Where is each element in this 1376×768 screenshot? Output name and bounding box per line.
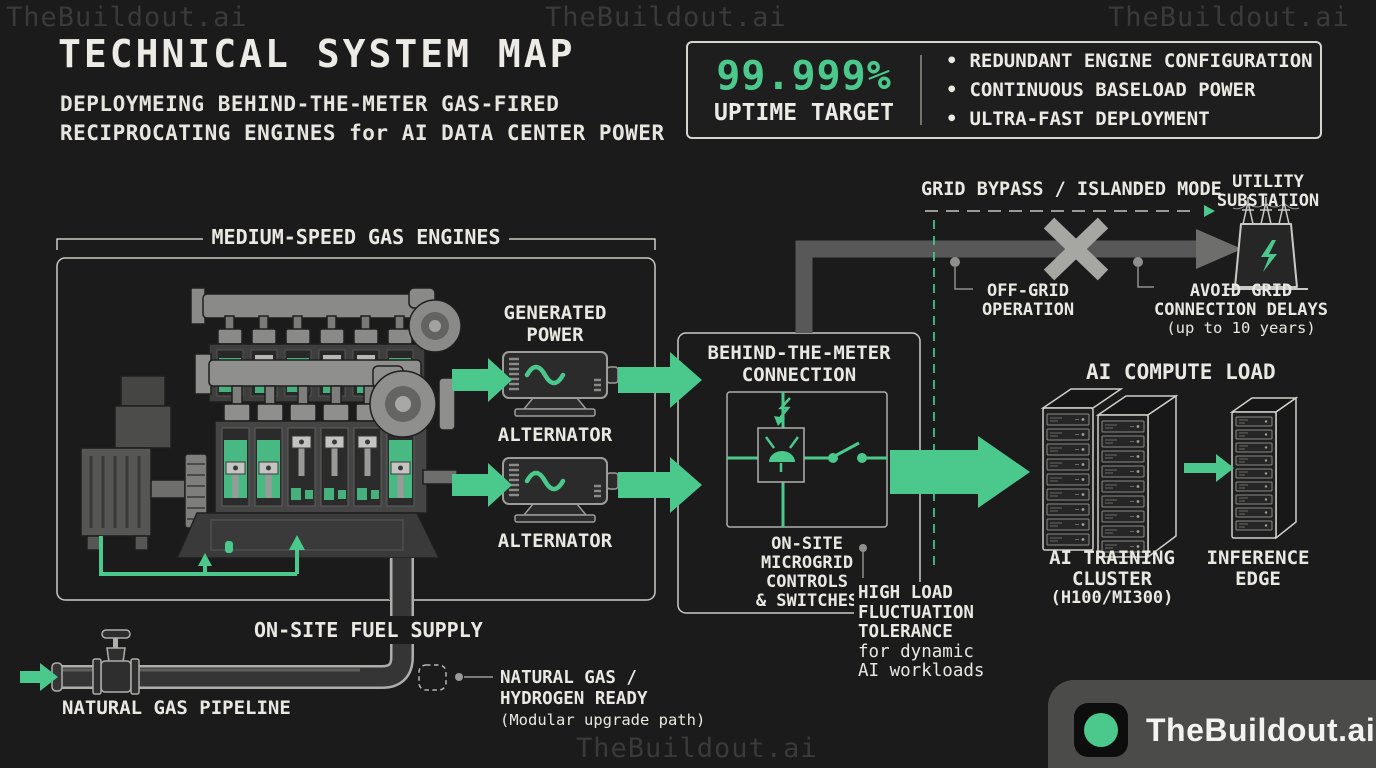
page-title: TECHNICAL SYSTEM MAP (58, 32, 576, 76)
upgrade-line: HYDROGEN READY (500, 689, 648, 709)
watermark-top-right: TheBuildout.ai (1108, 2, 1350, 33)
fluctuation-line: TOLERANCE (858, 622, 953, 642)
microgrid-circuit-icon (726, 391, 888, 578)
upgrade-line: (Modular upgrade path) (500, 711, 706, 729)
training-cluster-label: AI TRAINING CLUSTER (H100/MI300) (1032, 548, 1192, 608)
panel-divider (920, 55, 922, 125)
valve-icon (92, 629, 140, 695)
training-line: CLUSTER (1071, 567, 1153, 590)
avoid-grid-callout-line (1133, 257, 1154, 288)
alternator-top-label: ALTERNATOR (497, 424, 613, 446)
coupling-flywheel (184, 453, 208, 529)
fluctuation-label: HIGH LOAD FLUCTUATION TOLERANCE for dyna… (854, 582, 1016, 684)
bullet-dot-icon: • (946, 50, 958, 72)
microgrid-caption: ON-SITE MICROGRID CONTROLS & SWITCHES (726, 535, 888, 611)
brand-logo-icon (1074, 703, 1128, 757)
generator-unit (80, 375, 186, 551)
off-grid-line: OPERATION (981, 300, 1075, 320)
front-engine (194, 353, 483, 514)
hydrogen-ready-label: NATURAL GAS / HYDROGEN READY (Modular up… (500, 668, 705, 731)
arrow-training-to-inference (1184, 454, 1234, 482)
uptime-value: 99.999% (716, 52, 892, 99)
avoid-grid-label: AVOID GRID CONNECTION DELAYS (up to 10 y… (1136, 282, 1346, 338)
arrow-gas-inlet (20, 663, 58, 691)
btm-title: BEHIND-THE-METER CONNECTION (688, 342, 910, 386)
substation-line: SUBSTATION (1216, 191, 1320, 211)
gas-engine-illustration (80, 287, 483, 600)
gas-pipeline-icon (51, 558, 493, 695)
generated-power-label: GENERATED POWER (503, 302, 607, 346)
inference-edge-label: INFERENCE EDGE (1200, 548, 1316, 589)
bullet-text: CONTINUOUS BASELOAD POWER (969, 79, 1256, 101)
avoid-line: (up to 10 years) (1166, 319, 1316, 337)
grid-bypass-arrowhead-icon (1204, 205, 1215, 217)
alternator-icon-top (503, 352, 618, 416)
utility-substation-label: UTILITY SUBSTATION (1212, 173, 1324, 211)
engine-box (56, 238, 656, 601)
watermark-top-center: TheBuildout.ai (545, 2, 787, 33)
uptime-panel: 99.999% UPTIME TARGET • REDUNDANT ENGINE… (686, 41, 1322, 139)
arrow-engine-to-alt-top (452, 358, 512, 402)
off-grid-callout-line (950, 257, 973, 290)
fuel-supply-title: ON-SITE FUEL SUPPLY (246, 616, 491, 644)
btm-title-line2: CONNECTION (741, 364, 857, 386)
brand-logo-text: TheBuildout.ai (1146, 711, 1376, 748)
arrow-alt-bottom-to-btm (618, 457, 702, 513)
fluctuation-line: AI workloads (858, 661, 985, 681)
utility-substation-icon (1224, 197, 1308, 290)
fluctuation-line: FLUCTUATION (858, 602, 974, 623)
subtitle-line-2: RECIPROCATING ENGINES for AI DATA CENTER… (60, 121, 665, 145)
subtitle-line-1: DEPLOYMEING BEHIND-THE-METER GAS-FIRED (60, 92, 560, 116)
watermark-bottom-center: TheBuildout.ai (576, 733, 818, 764)
caption-line: & SWITCHES (755, 591, 859, 611)
inference-line: EDGE (1235, 567, 1281, 590)
training-line: (H100/MI300) (1050, 588, 1174, 608)
compute-section-title: AI COMPUTE LOAD (1086, 360, 1276, 384)
alternator-bottom-label: ALTERNATOR (497, 530, 613, 552)
bullet-text: REDUNDANT ENGINE CONFIGURATION (969, 50, 1313, 72)
bullet-deployment: ULTRA-FAST DEPLOYMENT • ULTRA-FAST DEPLO… (946, 108, 1313, 130)
btm-title-line1: BEHIND-THE-METER (707, 342, 891, 364)
avoid-line: CONNECTION DELAYS (1154, 299, 1328, 320)
pipeline-label: NATURAL GAS PIPELINE (62, 697, 291, 719)
bullet-dot-icon: • (946, 108, 958, 130)
hydrogen-ready-dashed-box (418, 664, 447, 691)
bullet-text: ULTRA-FAST DEPLOYMENT (969, 108, 1210, 130)
uptime-bullets: • REDUNDANT ENGINE CONFIGURATION • CONTI… (922, 50, 1313, 130)
arrow-engine-to-alt-bottom (452, 463, 512, 507)
caption-line: MICROGRID (760, 553, 854, 573)
bullet-dot-icon: • (946, 79, 958, 101)
training-line: AI TRAINING (1049, 547, 1175, 569)
inference-line: INFERENCE (1206, 547, 1310, 569)
ai-training-cluster-icon (1040, 388, 1179, 559)
grid-bypass-label: GRID BYPASS / ISLANDED MODE (921, 179, 1222, 200)
bullet-redundant: • REDUNDANT ENGINE CONFIGURATION (946, 50, 1313, 72)
caption-line: CONTROLS (766, 572, 848, 592)
brand-logo-card: TheBuildout.ai (1048, 680, 1376, 768)
arrow-alt-top-to-btm (618, 352, 702, 408)
x-mark-icon (1043, 217, 1109, 281)
uptime-label: UPTIME TARGET (713, 99, 894, 126)
alternator-icon-bottom (503, 458, 618, 522)
inference-edge-rack-icon (1229, 396, 1299, 540)
avoid-line: AVOID GRID (1189, 281, 1293, 301)
engine-section-title: MEDIUM-SPEED GAS ENGINES (211, 225, 501, 249)
off-grid-line: OFF-GRID (987, 281, 1069, 301)
watermark-top-left: TheBuildout.ai (6, 2, 248, 33)
arrow-btm-to-compute (890, 436, 1030, 508)
power-flow-arrows (20, 352, 1234, 691)
brand-logo-dot-icon (1084, 713, 1118, 747)
fluctuation-line: HIGH LOAD (858, 583, 953, 603)
uptime-value-block: 99.999% UPTIME TARGET (688, 55, 920, 126)
fluctuation-line: for dynamic (858, 641, 974, 662)
upgrade-line: NATURAL GAS / (500, 668, 637, 688)
off-grid-label: OFF-GRID OPERATION (976, 282, 1080, 320)
bullet-baseload: • CONTINUOUS BASELOAD POWER (946, 79, 1313, 101)
caption-line: ON-SITE (771, 534, 843, 554)
engine-base-skid (175, 512, 441, 559)
substation-line: UTILITY (1232, 172, 1304, 192)
